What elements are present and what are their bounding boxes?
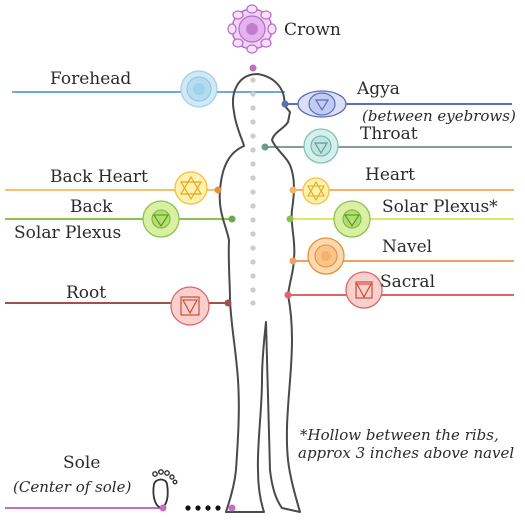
footnote-line-1: *Hollow between the ribs, bbox=[300, 426, 499, 444]
sole-label: Sole bbox=[63, 453, 100, 473]
back-heart-point bbox=[215, 187, 222, 194]
solar-plexus-label: Solar Plexus* bbox=[382, 197, 498, 217]
footprint-icon bbox=[153, 470, 177, 508]
forehead-chakra-icon bbox=[181, 71, 217, 107]
throat-label: Throat bbox=[360, 124, 418, 144]
crown-point bbox=[250, 65, 257, 72]
back-solar-plexus-chakra-icon bbox=[143, 201, 179, 237]
root-label: Root bbox=[66, 283, 106, 303]
sacral-point bbox=[285, 292, 292, 299]
heart-chakra-icon bbox=[303, 178, 329, 204]
back-solar-label-2: Solar Plexus bbox=[14, 223, 121, 243]
agya-label: Agya bbox=[356, 79, 400, 99]
agya-sub-label: (between eyebrows) bbox=[362, 107, 516, 125]
solar-plexus-point bbox=[287, 216, 294, 223]
back-heart-chakra-icon bbox=[175, 172, 207, 204]
sacral-label: Sacral bbox=[380, 272, 435, 292]
crown-chakra-icon bbox=[228, 5, 276, 53]
back-solar-point bbox=[229, 216, 236, 223]
forehead-label: Forehead bbox=[50, 69, 131, 89]
navel-chakra-icon bbox=[308, 238, 344, 274]
agya-point bbox=[282, 101, 289, 108]
central-channel-dots bbox=[250, 77, 255, 305]
sole-point-left bbox=[160, 505, 167, 512]
crown-label: Crown bbox=[284, 20, 341, 40]
throat-point bbox=[262, 144, 269, 151]
throat-chakra-icon bbox=[304, 129, 338, 163]
back-heart-label: Back Heart bbox=[50, 167, 148, 187]
sole-point-right bbox=[229, 505, 236, 512]
back-solar-label-1: Back bbox=[70, 197, 113, 217]
footnote-line-2: approx 3 inches above navel bbox=[298, 444, 514, 462]
root-point bbox=[225, 300, 232, 307]
root-chakra-icon bbox=[171, 287, 209, 325]
solar-plexus-chakra-icon bbox=[334, 201, 370, 237]
sacral-chakra-icon bbox=[346, 272, 382, 308]
sole-dots bbox=[185, 505, 220, 510]
navel-label: Navel bbox=[382, 237, 432, 257]
sole-sub-label: (Center of sole) bbox=[13, 478, 131, 496]
heart-point bbox=[290, 187, 297, 194]
agya-chakra-icon bbox=[298, 91, 346, 117]
navel-point bbox=[290, 258, 297, 265]
heart-label: Heart bbox=[365, 165, 415, 185]
